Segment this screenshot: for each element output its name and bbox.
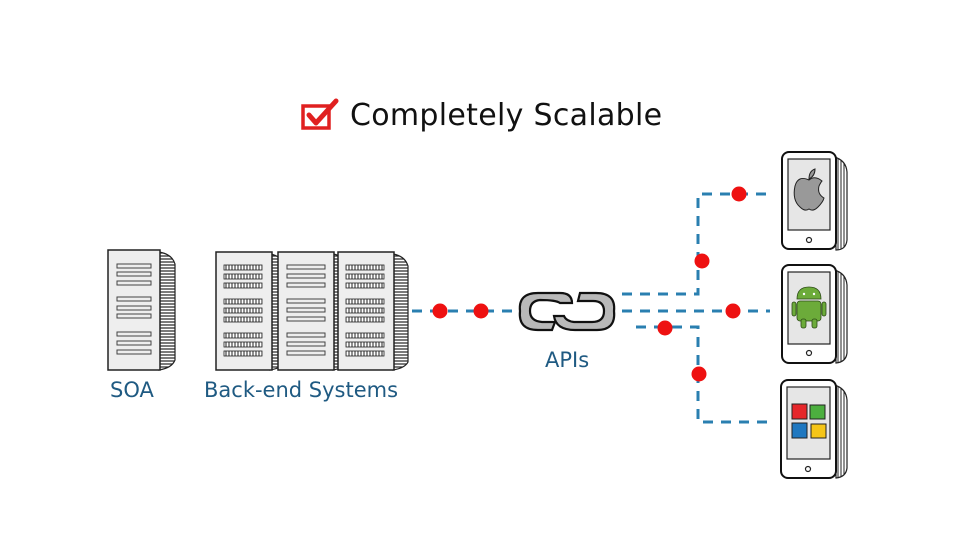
backend-label: Back-end Systems <box>204 378 399 402</box>
connector-lines <box>412 192 770 424</box>
android-logo-icon <box>791 286 827 329</box>
connector-dot <box>432 303 448 319</box>
soa-server-icon <box>107 249 176 371</box>
connector-dot <box>725 303 741 319</box>
page-title: Completely Scalable <box>300 95 662 135</box>
apis-label: APIs <box>545 348 590 372</box>
chain-link-icon <box>518 291 616 332</box>
apple-device <box>781 151 848 251</box>
android-device <box>781 264 848 364</box>
windows-device <box>780 379 848 479</box>
title-text: Completely Scalable <box>350 97 663 133</box>
soa-label: SOA <box>110 378 154 402</box>
connector-dot <box>473 303 489 319</box>
apis-to-apple-connector <box>622 192 770 296</box>
backend-server-3-icon <box>337 251 409 371</box>
checkbox-checked-icon <box>301 98 339 130</box>
connector-dots <box>432 186 747 382</box>
apple-logo-icon <box>793 168 825 211</box>
connector-dot <box>694 253 710 269</box>
windows-logo-icon <box>791 403 827 439</box>
connector-dot <box>691 366 707 382</box>
connector-dot <box>657 320 673 336</box>
backend-server-1-icon <box>215 251 286 371</box>
connector-dot <box>731 186 747 202</box>
